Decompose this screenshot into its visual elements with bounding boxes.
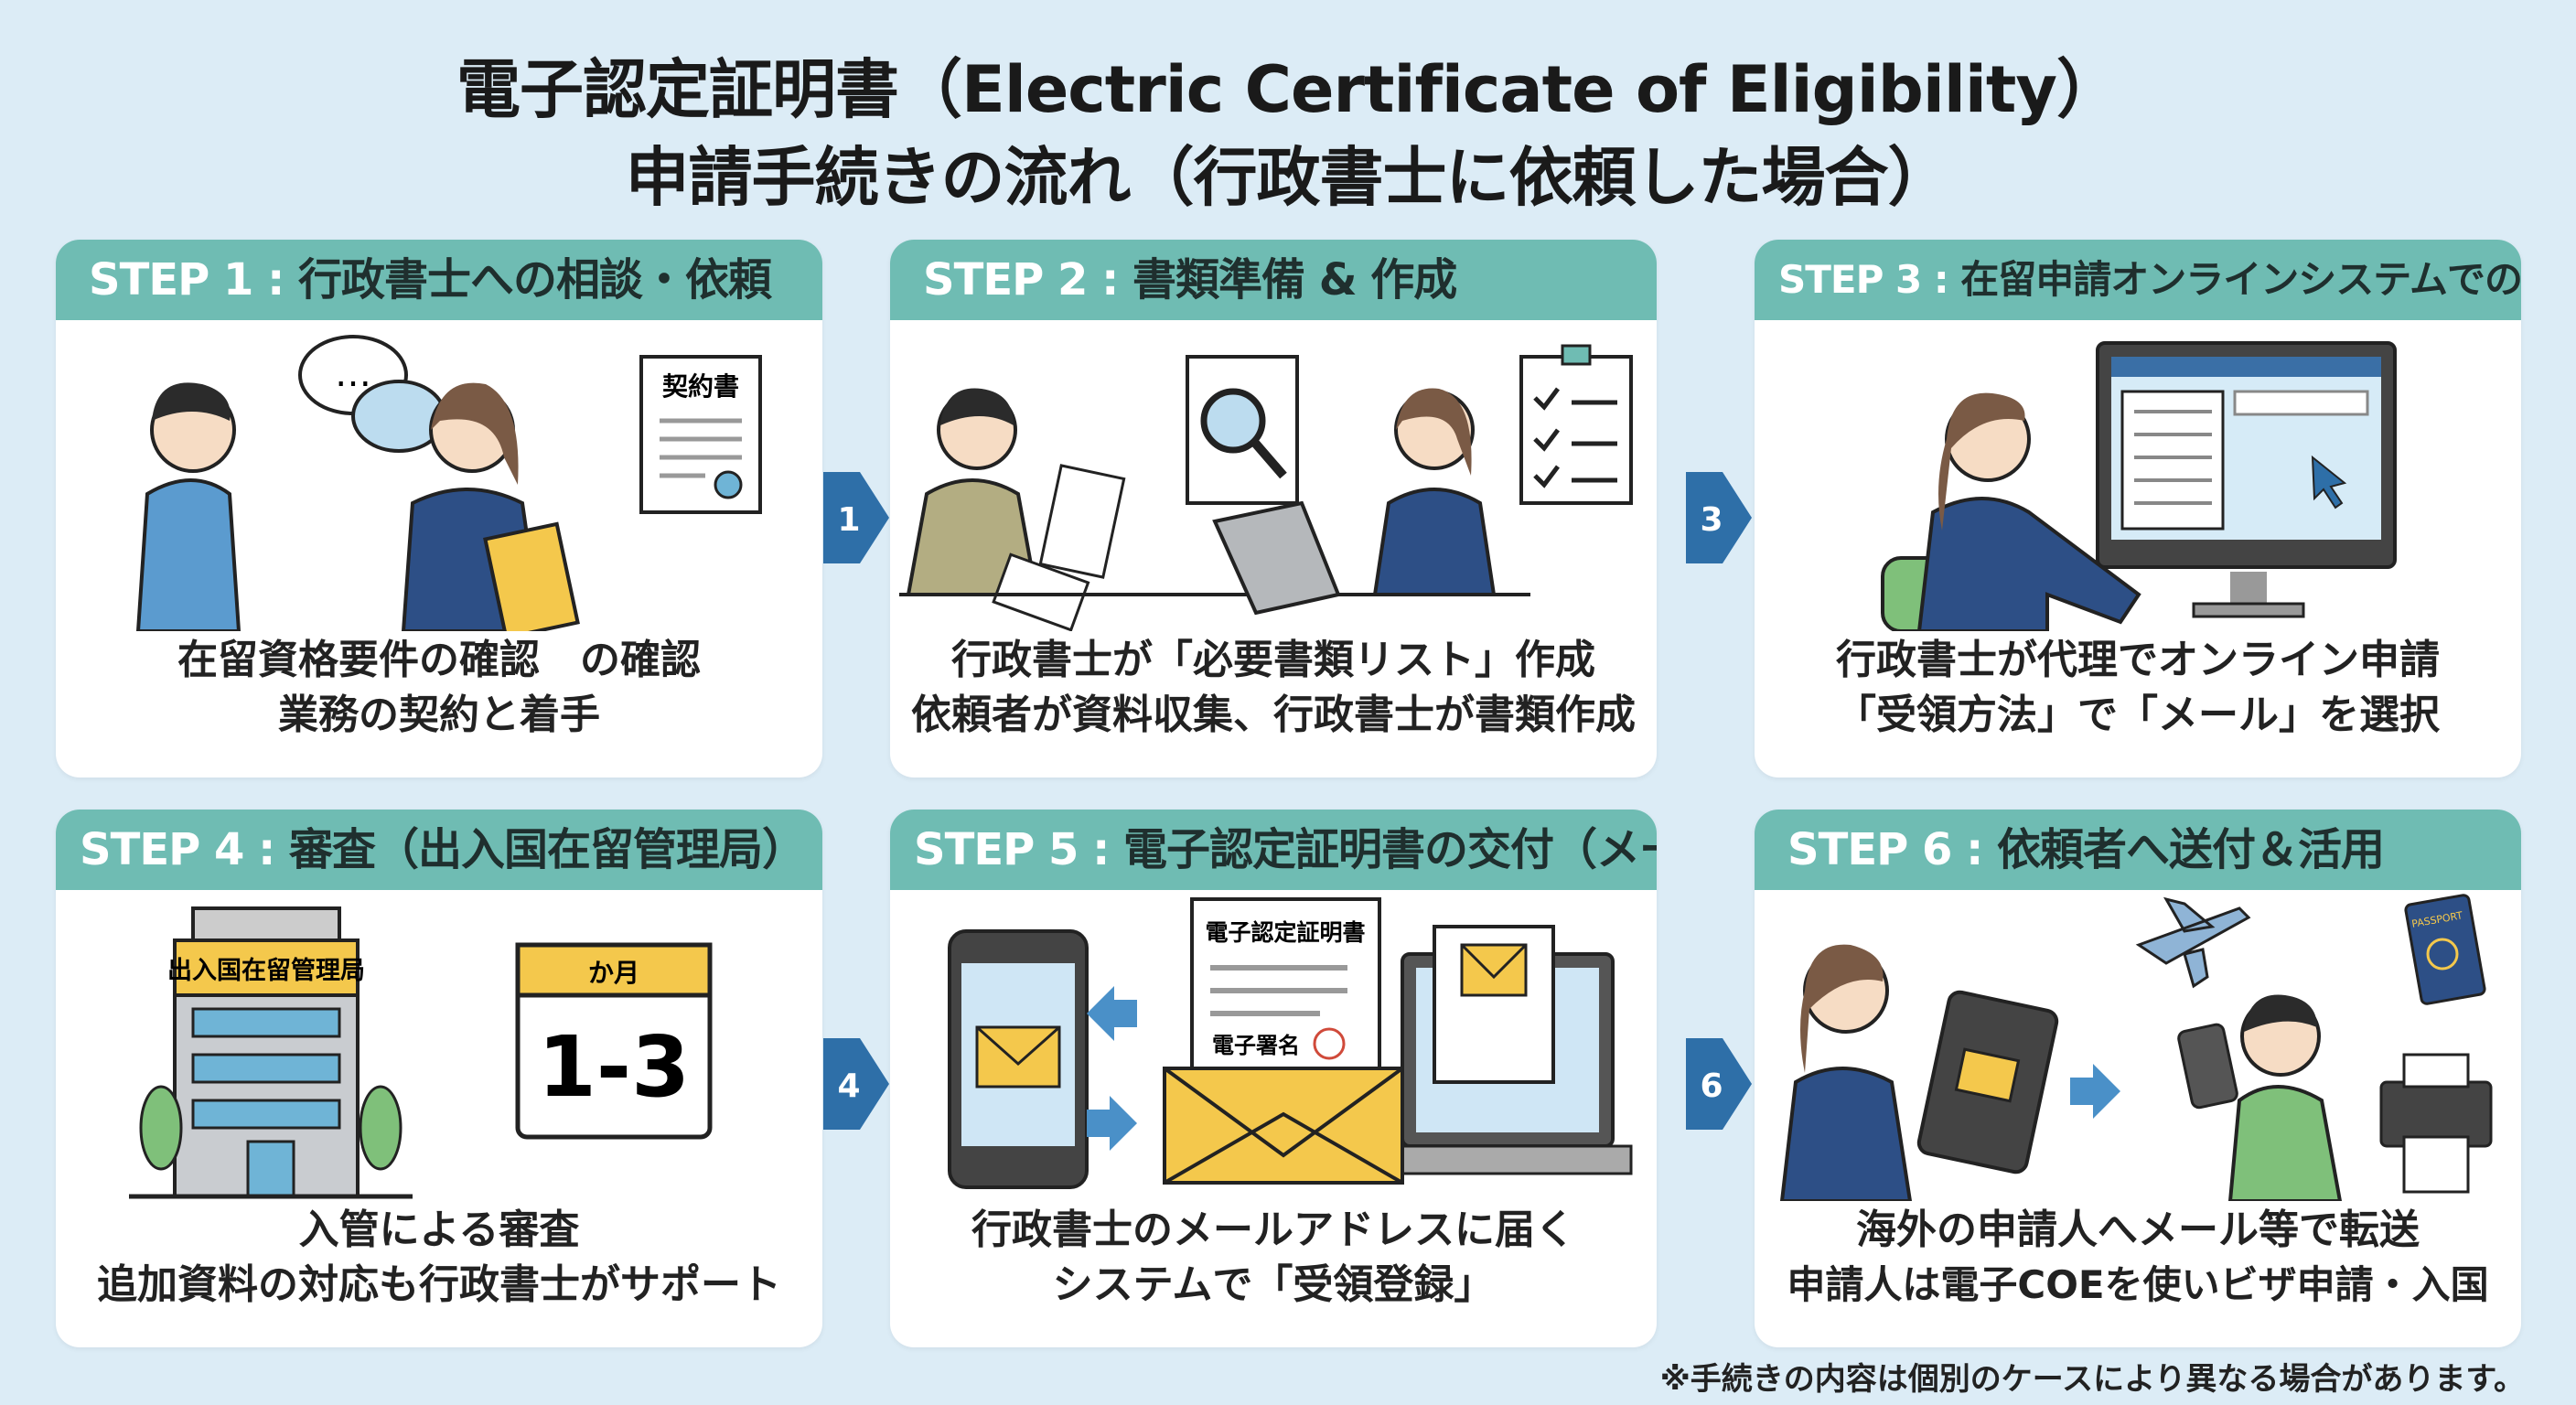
passport-icon: PASSPORT	[2404, 894, 2486, 1005]
step-caption-2: システムで「受領登録」	[1052, 1261, 1495, 1308]
arrow-right-icon	[1087, 1096, 1137, 1151]
building-sign: 出入国在留管理局	[167, 957, 365, 985]
step-label: STEP 1 :	[89, 254, 299, 306]
step-label: STEP 3 :	[1778, 257, 1961, 302]
step-title: 審査（出入国在留管理局）	[289, 824, 806, 875]
flow-arrow-1: 1	[823, 472, 889, 563]
speech-text: …	[335, 353, 371, 395]
consultation-illustration: … 契約書	[135, 335, 762, 631]
step-5-card: STEP 5 : 電子認定証明書の交付（メール） 電子認定証明書 電子署名 行政…	[890, 810, 1657, 1347]
step-3-card: STEP 3 : 在留申請オンラインシステムでの申請 行政書士が代理でオンライン…	[1755, 240, 2521, 778]
client-body	[135, 478, 242, 631]
step-caption-2: 追加資料の対応も行政書士がサポート	[97, 1261, 781, 1308]
laptop-icon	[1382, 925, 1633, 1175]
step-6-card: STEP 6 : 依頼者へ送付＆活用 PASSPORT 海外の申請人へメール等で…	[1755, 810, 2521, 1347]
checklist-icon	[1519, 344, 1633, 505]
airplane-icon	[2135, 896, 2251, 989]
step-4-card: STEP 4 : 審査（出入国在留管理局） 出入国在留管理局 か月 1-3 入管…	[56, 810, 822, 1347]
step-caption-1: 行政書士のメールアドレスに届く	[971, 1207, 1575, 1253]
immigration-building-icon: 出入国在留管理局	[167, 906, 365, 1198]
flow-arrow-3: 3	[1686, 472, 1752, 563]
online-application-illustration	[1881, 341, 2397, 631]
arrow-number: 3	[1700, 501, 1723, 539]
footnote: ※手続きの内容は個別のケースにより異なる場合があります。	[1659, 1361, 2525, 1398]
seal-icon	[1313, 1027, 1346, 1060]
step-header: STEP 4 : 審査（出入国在留管理局）	[56, 810, 822, 890]
step-label: STEP 6 :	[1787, 824, 1998, 875]
step-caption-1: 行政書士が「必要書類リスト」作成	[951, 637, 1595, 683]
step-caption-1: 海外の申請人へメール等で転送	[1856, 1207, 2420, 1253]
step-title: 行政書士への相談・依頼	[298, 254, 772, 306]
certificate-envelope-icon: 電子認定証明書 電子署名	[1163, 897, 1404, 1185]
step-label: STEP 2 :	[923, 254, 1133, 306]
folder-icon	[483, 521, 580, 631]
immigration-review-illustration: 出入国在留管理局 か月 1-3	[129, 906, 713, 1199]
step-caption-2: 申請人は電子COEを使いビザ申請・入国	[1787, 1262, 2489, 1307]
laptop-icon	[1212, 500, 1341, 616]
smartphone-icon	[948, 929, 1089, 1189]
step-label: STEP 4 :	[80, 824, 290, 875]
calendar-icon: か月 1-3	[515, 942, 713, 1140]
step-title: 書類準備 & 作成	[1132, 254, 1457, 306]
step-header: STEP 2 : 書類準備 & 作成	[890, 240, 1657, 320]
arrow-number: 4	[837, 1067, 860, 1105]
step-label: STEP 5 :	[914, 824, 1124, 875]
arrow-number: 1	[837, 501, 860, 539]
flow-arrow-6: 6	[1686, 1038, 1752, 1130]
step-caption-2: 業務の契約と着手	[278, 692, 600, 738]
step-caption-2: 依頼者が資料収集、行政書士が書類作成	[911, 692, 1636, 738]
step-caption-2: 「受領方法」で「メール」を選択	[1836, 692, 2440, 738]
signature-label: 電子署名	[1212, 1033, 1300, 1058]
certificate-title: 電子認定証明書	[1205, 919, 1365, 946]
send-and-use-illustration: PASSPORT	[1779, 894, 2493, 1201]
certificate-delivery-illustration: 電子認定証明書 電子署名	[948, 897, 1633, 1189]
contract-label: 契約書	[662, 371, 739, 402]
magnifier-document-icon	[1186, 355, 1299, 505]
contract-document-icon: 契約書	[639, 355, 762, 514]
step-caption-1: 入管による審査	[298, 1207, 580, 1253]
tablet-icon	[1916, 990, 2059, 1174]
step-header: STEP 3 : 在留申請オンラインシステムでの申請	[1755, 240, 2521, 320]
tree-icon	[139, 1085, 183, 1171]
printer-icon	[2379, 1053, 2493, 1194]
envelope-icon	[1163, 1067, 1404, 1185]
flow-arrow-4: 4	[823, 1038, 889, 1130]
step-title: 依頼者へ送付＆活用	[1997, 824, 2385, 875]
step-title: 電子認定証明書の交付（メール）	[1123, 824, 1657, 875]
step-title: 在留申請オンラインシステムでの申請	[1960, 257, 2521, 302]
step-caption-1: 行政書士が代理でオンライン申請	[1836, 637, 2440, 683]
step-2-card: STEP 2 : 書類準備 & 作成 行政書士が「必要書類リスト」作成 依頼者が…	[890, 240, 1657, 778]
page-title: 電子認定証明書（Electric Certificate of Eligibil…	[456, 52, 2120, 127]
monitor-icon	[2096, 341, 2397, 618]
step-header: STEP 1 : 行政書士への相談・依頼	[56, 240, 822, 320]
calendar-value: 1-3	[538, 1018, 690, 1116]
arrow-left-icon	[1087, 986, 1137, 1041]
arrow-right-icon	[2070, 1064, 2120, 1119]
page-subtitle: 申請手続きの流れ（行政書士に依頼した場合）	[625, 140, 1952, 215]
step-header: STEP 6 : 依頼者へ送付＆活用	[1755, 810, 2521, 890]
document-preparation-illustration	[899, 344, 1633, 631]
calendar-unit: か月	[588, 958, 639, 988]
cursor-icon	[2311, 455, 2347, 509]
step-caption-1: 在留資格要件の確認 の確認	[177, 637, 701, 683]
smartphone-icon	[2177, 1023, 2238, 1110]
arrow-number: 6	[1700, 1067, 1723, 1105]
tree-icon	[359, 1085, 402, 1171]
step-header: STEP 5 : 電子認定証明書の交付（メール）	[890, 810, 1657, 890]
step-1-card: STEP 1 : 行政書士への相談・依頼 … 契約書 在留資格要件の確認 の確認…	[56, 240, 822, 778]
